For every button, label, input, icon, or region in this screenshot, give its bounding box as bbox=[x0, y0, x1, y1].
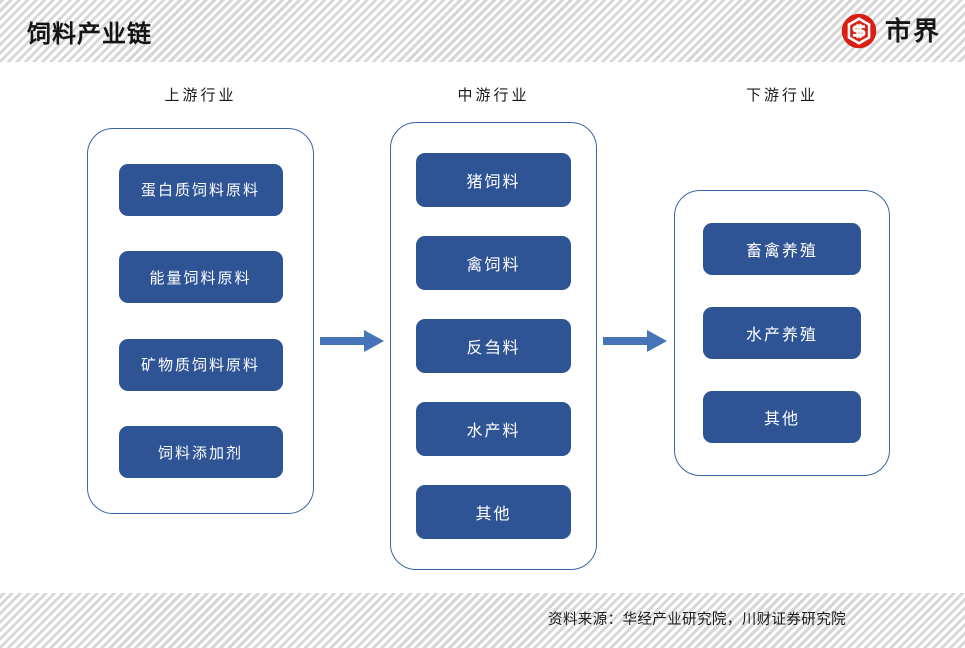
chain-node[interactable]: 蛋白质饲料原料 bbox=[118, 163, 283, 216]
chain-node[interactable]: 禽饲料 bbox=[416, 235, 571, 290]
shijie-logo-icon bbox=[841, 13, 877, 49]
footer-band bbox=[0, 593, 965, 648]
chain-node[interactable]: 畜禽养殖 bbox=[703, 223, 861, 275]
chain-node[interactable]: 矿物质饲料原料 bbox=[118, 338, 283, 391]
chain-group-upstream: 蛋白质饲料原料 能量饲料原料 矿物质饲料原料 饲料添加剂 bbox=[87, 128, 314, 514]
chain-node[interactable]: 其他 bbox=[416, 485, 571, 540]
chain-node[interactable]: 猪饲料 bbox=[416, 152, 571, 207]
chain-group-midstream: 猪饲料 禽饲料 反刍料 水产料 其他 bbox=[390, 122, 597, 570]
chain-node[interactable]: 饲料添加剂 bbox=[118, 426, 283, 479]
header-band bbox=[0, 0, 965, 65]
brand-name: 市界 bbox=[884, 16, 941, 46]
chain-node[interactable]: 水产养殖 bbox=[703, 307, 861, 359]
column-title-upstream: 上游行业 bbox=[164, 88, 237, 104]
column-title-midstream: 中游行业 bbox=[457, 88, 530, 104]
column-title-downstream: 下游行业 bbox=[745, 88, 818, 104]
right-arrow-icon bbox=[320, 330, 384, 352]
page-title: 饲料产业链 bbox=[27, 21, 152, 48]
source-note: 资料来源：华经产业研究院，川财证券研究院 bbox=[548, 612, 846, 628]
diagram-canvas: 上游行业 中游行业 下游行业 蛋白质饲料原料 能量饲料原料 矿物质饲料原料 饲料… bbox=[0, 62, 965, 593]
chain-node[interactable]: 其他 bbox=[703, 391, 861, 443]
right-arrow-icon bbox=[603, 330, 667, 352]
chain-node[interactable]: 反刍料 bbox=[416, 318, 571, 373]
brand-logo: 市界 bbox=[841, 13, 941, 49]
chain-node[interactable]: 水产料 bbox=[416, 402, 571, 457]
chain-group-downstream: 畜禽养殖 水产养殖 其他 bbox=[674, 190, 890, 476]
chain-node[interactable]: 能量饲料原料 bbox=[118, 251, 283, 304]
